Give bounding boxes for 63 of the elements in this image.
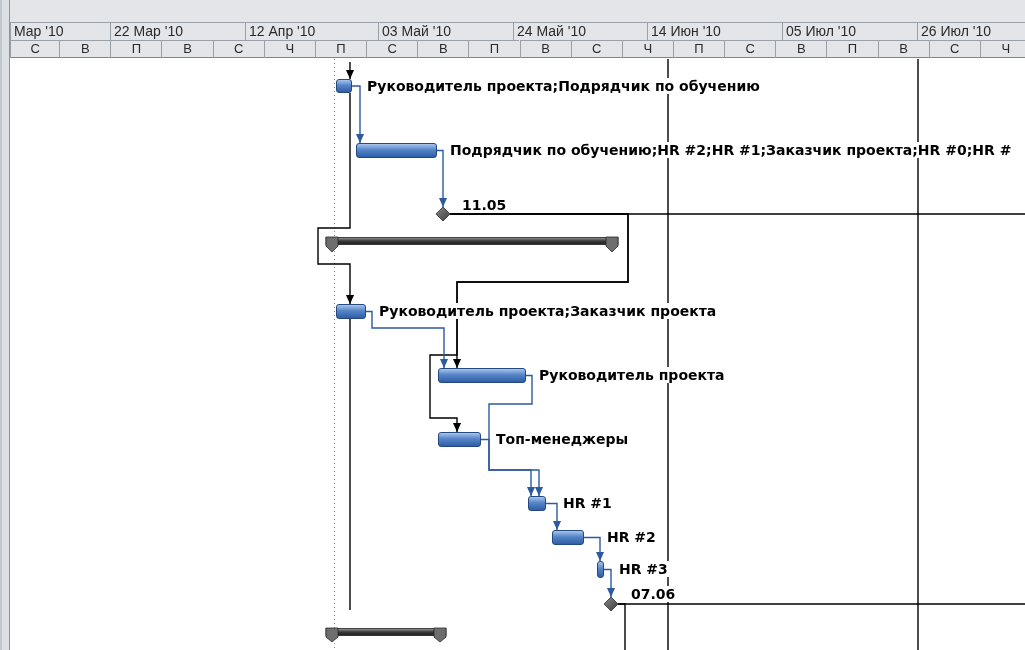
- timescale-date: 24 Май '10: [513, 22, 647, 40]
- weekday-letter: С: [928, 40, 980, 58]
- task-bar: [528, 496, 546, 511]
- weekday-letter: С: [10, 40, 60, 58]
- task-bar: [356, 143, 437, 158]
- dependency-arrow: [480, 438, 536, 497]
- weekday-letter: В: [59, 40, 111, 58]
- resource-label: HR #3: [618, 561, 669, 577]
- weekday-letter: П: [110, 40, 162, 58]
- weekday-letter: Ч: [263, 40, 315, 58]
- resource-label: HR #1: [562, 495, 613, 511]
- task-bar: [552, 530, 584, 545]
- resource-label: Топ-менеджеры: [495, 431, 630, 447]
- milestone-diamond: [604, 597, 618, 611]
- dependency-arrow: [429, 213, 629, 433]
- weekday-letter: Ч: [621, 40, 673, 58]
- task-bar: [336, 304, 366, 319]
- weekday-letter: В: [877, 40, 929, 58]
- dependency-line: [617, 603, 626, 650]
- dependency-arrow: [436, 149, 448, 208]
- dependency-arrow: [603, 568, 616, 598]
- weekday-letter: С: [366, 40, 418, 58]
- timescale-date: 14 Июн '10: [647, 22, 782, 40]
- timescale-date: 03 Май '10: [378, 22, 513, 40]
- weekday-letter: П: [826, 40, 878, 58]
- timescale-date: 26 Июл '10: [917, 22, 1025, 40]
- dependency-arrow: [545, 502, 562, 531]
- timescale-date: 22 Мар '10: [110, 22, 245, 40]
- dependency-arrow: [365, 310, 449, 369]
- weekday-letter: П: [672, 40, 725, 58]
- weekday-letter: С: [212, 40, 264, 58]
- resource-label: HR #2: [606, 529, 657, 545]
- dependency-arrow: [345, 61, 355, 80]
- weekday-letter: В: [775, 40, 827, 58]
- resource-label: Подрядчик по обучению;HR #2;HR #1;Заказчик проекта;HR #0;HR #: [449, 142, 1013, 158]
- weekday-letter: Ч: [979, 40, 1025, 58]
- weekday-letter: В: [161, 40, 213, 58]
- timescale-date: 05 Июл '10: [782, 22, 917, 40]
- task-bar: [438, 368, 526, 383]
- timescale-date: Мар '10: [10, 22, 110, 40]
- weekday-letter: П: [314, 40, 367, 58]
- task-bar: [438, 432, 481, 447]
- weekday-letter: П: [468, 40, 520, 58]
- dependency-arrow: [488, 374, 544, 497]
- resource-label: Руководитель проекта;Заказчик проекта: [378, 303, 718, 319]
- milestone-date: 07.06: [630, 586, 677, 602]
- resource-label: Руководитель проекта;Подрядчик по обучению: [366, 78, 761, 94]
- weekday-letter: В: [519, 40, 571, 58]
- dependency-line: [349, 318, 351, 611]
- dependency-arrow: [351, 85, 365, 144]
- weekday-letter: В: [417, 40, 469, 58]
- resource-label: Руководитель проекта: [538, 367, 726, 383]
- dependency-arrow: [583, 536, 605, 562]
- summary-bar: [326, 628, 446, 642]
- summary-bar: [326, 237, 618, 252]
- timescale-date: 12 Апр '10: [245, 22, 378, 40]
- weekday-letter: С: [570, 40, 622, 58]
- dependency-arrow: [317, 92, 355, 305]
- milestone-date: 11.05: [461, 197, 508, 213]
- milestone-diamond: [436, 207, 450, 221]
- weekday-letter: С: [724, 40, 776, 58]
- task-bar: [336, 79, 352, 93]
- task-bar: [597, 561, 604, 578]
